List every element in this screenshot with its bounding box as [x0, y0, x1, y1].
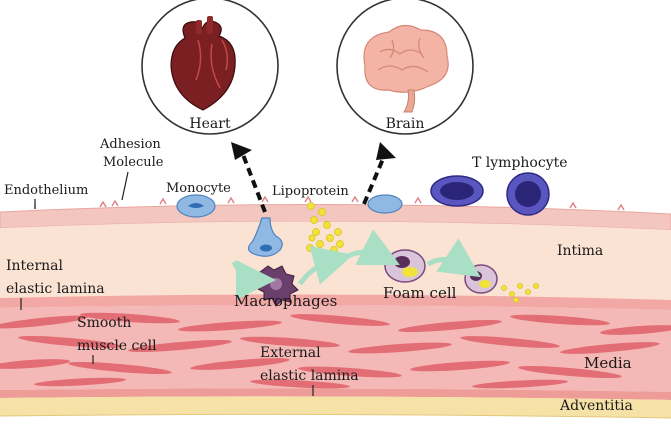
- t-lymphocyte-label: T lymphocyte: [472, 155, 568, 171]
- foam-cell: [384, 249, 426, 283]
- media-label: Media: [584, 354, 632, 372]
- external-elastic-lamina-band: [0, 388, 671, 400]
- adventitia-label: Adventitia: [559, 398, 633, 414]
- smooth-muscle-cell-label-1: Smooth: [77, 315, 131, 331]
- arrow-to-heart: [240, 151, 267, 213]
- label-pointer-lines: [20, 171, 314, 396]
- internal-elastic-lamina-label-1: Internal: [6, 258, 64, 274]
- adhesion-molecule-label-2: Molecule: [103, 155, 164, 170]
- vessel-wall: [0, 203, 671, 419]
- dashed-arrows: [240, 151, 387, 213]
- t-lymphocyte-cells: [430, 172, 550, 216]
- ruptured-foam-cell: [464, 264, 498, 294]
- external-elastic-lamina-label-1: External: [260, 345, 321, 361]
- endothelial-monocyte: [367, 194, 403, 214]
- adhesion-molecule-label-1: Adhesion: [99, 137, 161, 152]
- foam-cell-label: Foam cell: [383, 284, 457, 302]
- arrowhead-heart: [231, 142, 252, 160]
- endothelium-label: Endothelium: [4, 183, 88, 198]
- arrowhead-brain: [376, 142, 396, 160]
- monocyte-label: Monocyte: [166, 181, 231, 196]
- migrating-monocyte: [247, 217, 283, 257]
- internal-elastic-lamina-label-2: elastic lamina: [6, 281, 105, 297]
- brain-panel: Brain: [336, 0, 474, 135]
- external-elastic-lamina-label-2: elastic lamina: [260, 368, 359, 384]
- internal-elastic-lamina-band: [0, 294, 671, 310]
- adventitia-layer: [0, 396, 671, 418]
- brain-label: Brain: [386, 116, 425, 132]
- heart-icon: [170, 16, 236, 111]
- smooth-muscle-cell-label-2: muscle cell: [77, 338, 157, 354]
- lipoprotein-label: Lipoprotein: [272, 184, 349, 199]
- media-layer: [0, 305, 671, 392]
- arrow-to-brain: [362, 153, 387, 205]
- labels: Adhesion Molecule Endothelium Monocyte L…: [4, 137, 633, 414]
- progression-arrows: [231, 229, 481, 300]
- monocyte-cell: [176, 194, 216, 218]
- smooth-muscle-fibers: [0, 312, 671, 389]
- brain-icon: [363, 24, 449, 113]
- heart-label: Heart: [189, 116, 231, 132]
- intima-label: Intima: [557, 243, 603, 259]
- macrophages-label: Macrophages: [234, 292, 337, 310]
- heart-panel: Heart: [141, 0, 279, 135]
